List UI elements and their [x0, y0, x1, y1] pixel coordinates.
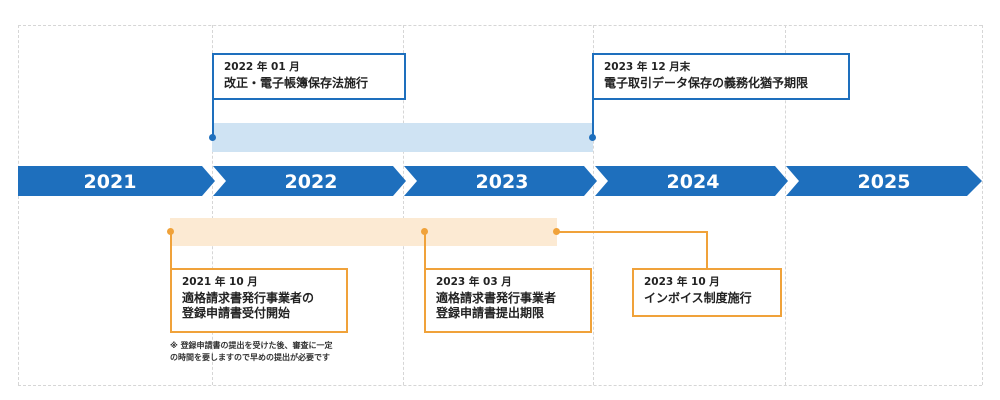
event-marker-dot — [553, 228, 560, 235]
grid-line — [982, 25, 983, 385]
year-label-2025: 2025 — [858, 171, 911, 193]
grid-line — [18, 25, 19, 385]
period-band-blue — [212, 123, 593, 152]
callout-stem — [424, 232, 426, 270]
callout-stem — [592, 98, 594, 138]
grid-line — [785, 25, 786, 385]
callout-connector — [557, 231, 708, 233]
year-segment-2021 — [18, 166, 215, 196]
grid-line-top — [18, 25, 982, 26]
year-label-2024: 2024 — [667, 171, 720, 193]
year-segment-2024 — [595, 166, 788, 196]
event-callout-registration-deadline: 2023 年 03 月 適格請求書発行事業者 登録申請書提出期限 — [424, 268, 592, 333]
event-marker-dot — [209, 134, 216, 141]
grid-line-bottom — [18, 385, 982, 386]
event-callout-electronic-bookkeeping-law: 2022 年 01 月 改正・電子帳簿保存法施行 — [212, 53, 406, 100]
callout-stem — [212, 98, 214, 138]
event-marker-dot — [589, 134, 596, 141]
footnote: ※ 登録申請書の提出を受けた後、審査に一定 の時間を要しますので早めの提出が必要… — [170, 341, 333, 362]
event-date: 2022 年 01 月 — [224, 61, 300, 73]
event-title: 適格請求書発行事業者 登録申請書提出期限 — [436, 290, 557, 321]
event-title: 改正・電子帳簿保存法施行 — [224, 75, 369, 90]
grid-line — [212, 25, 213, 385]
event-date: 2023 年 12 月末 — [604, 61, 691, 73]
year-timeline-arrow: 2021 2022 2023 2024 2025 — [18, 166, 982, 196]
callout-stem — [706, 231, 708, 270]
event-callout-grace-period-deadline: 2023 年 12 月末 電子取引データ保存の義務化猶予期限 — [592, 53, 850, 100]
event-date: 2021 年 10 月 — [182, 276, 258, 288]
year-segment-2023 — [404, 166, 597, 196]
year-segment-2022 — [213, 166, 406, 196]
callout-stem — [170, 232, 172, 270]
event-date: 2023 年 03 月 — [436, 276, 512, 288]
year-label-2023: 2023 — [476, 171, 529, 193]
event-callout-invoice-system-start: 2023 年 10 月 インボイス制度施行 — [632, 268, 782, 317]
year-label-2022: 2022 — [285, 171, 338, 193]
grid-line — [593, 25, 594, 385]
period-band-orange — [170, 218, 557, 246]
event-title: 電子取引データ保存の義務化猶予期限 — [604, 75, 809, 90]
event-title: インボイス制度施行 — [644, 290, 752, 305]
year-segment-2025 — [786, 166, 982, 196]
event-date: 2023 年 10 月 — [644, 276, 720, 288]
grid-line — [403, 25, 404, 385]
event-callout-registration-start: 2021 年 10 月 適格請求書発行事業者の 登録申請書受付開始 — [170, 268, 348, 333]
event-marker-dot — [167, 228, 174, 235]
event-marker-dot — [421, 228, 428, 235]
year-label-2021: 2021 — [84, 171, 137, 193]
event-title: 適格請求書発行事業者の 登録申請書受付開始 — [182, 290, 315, 321]
